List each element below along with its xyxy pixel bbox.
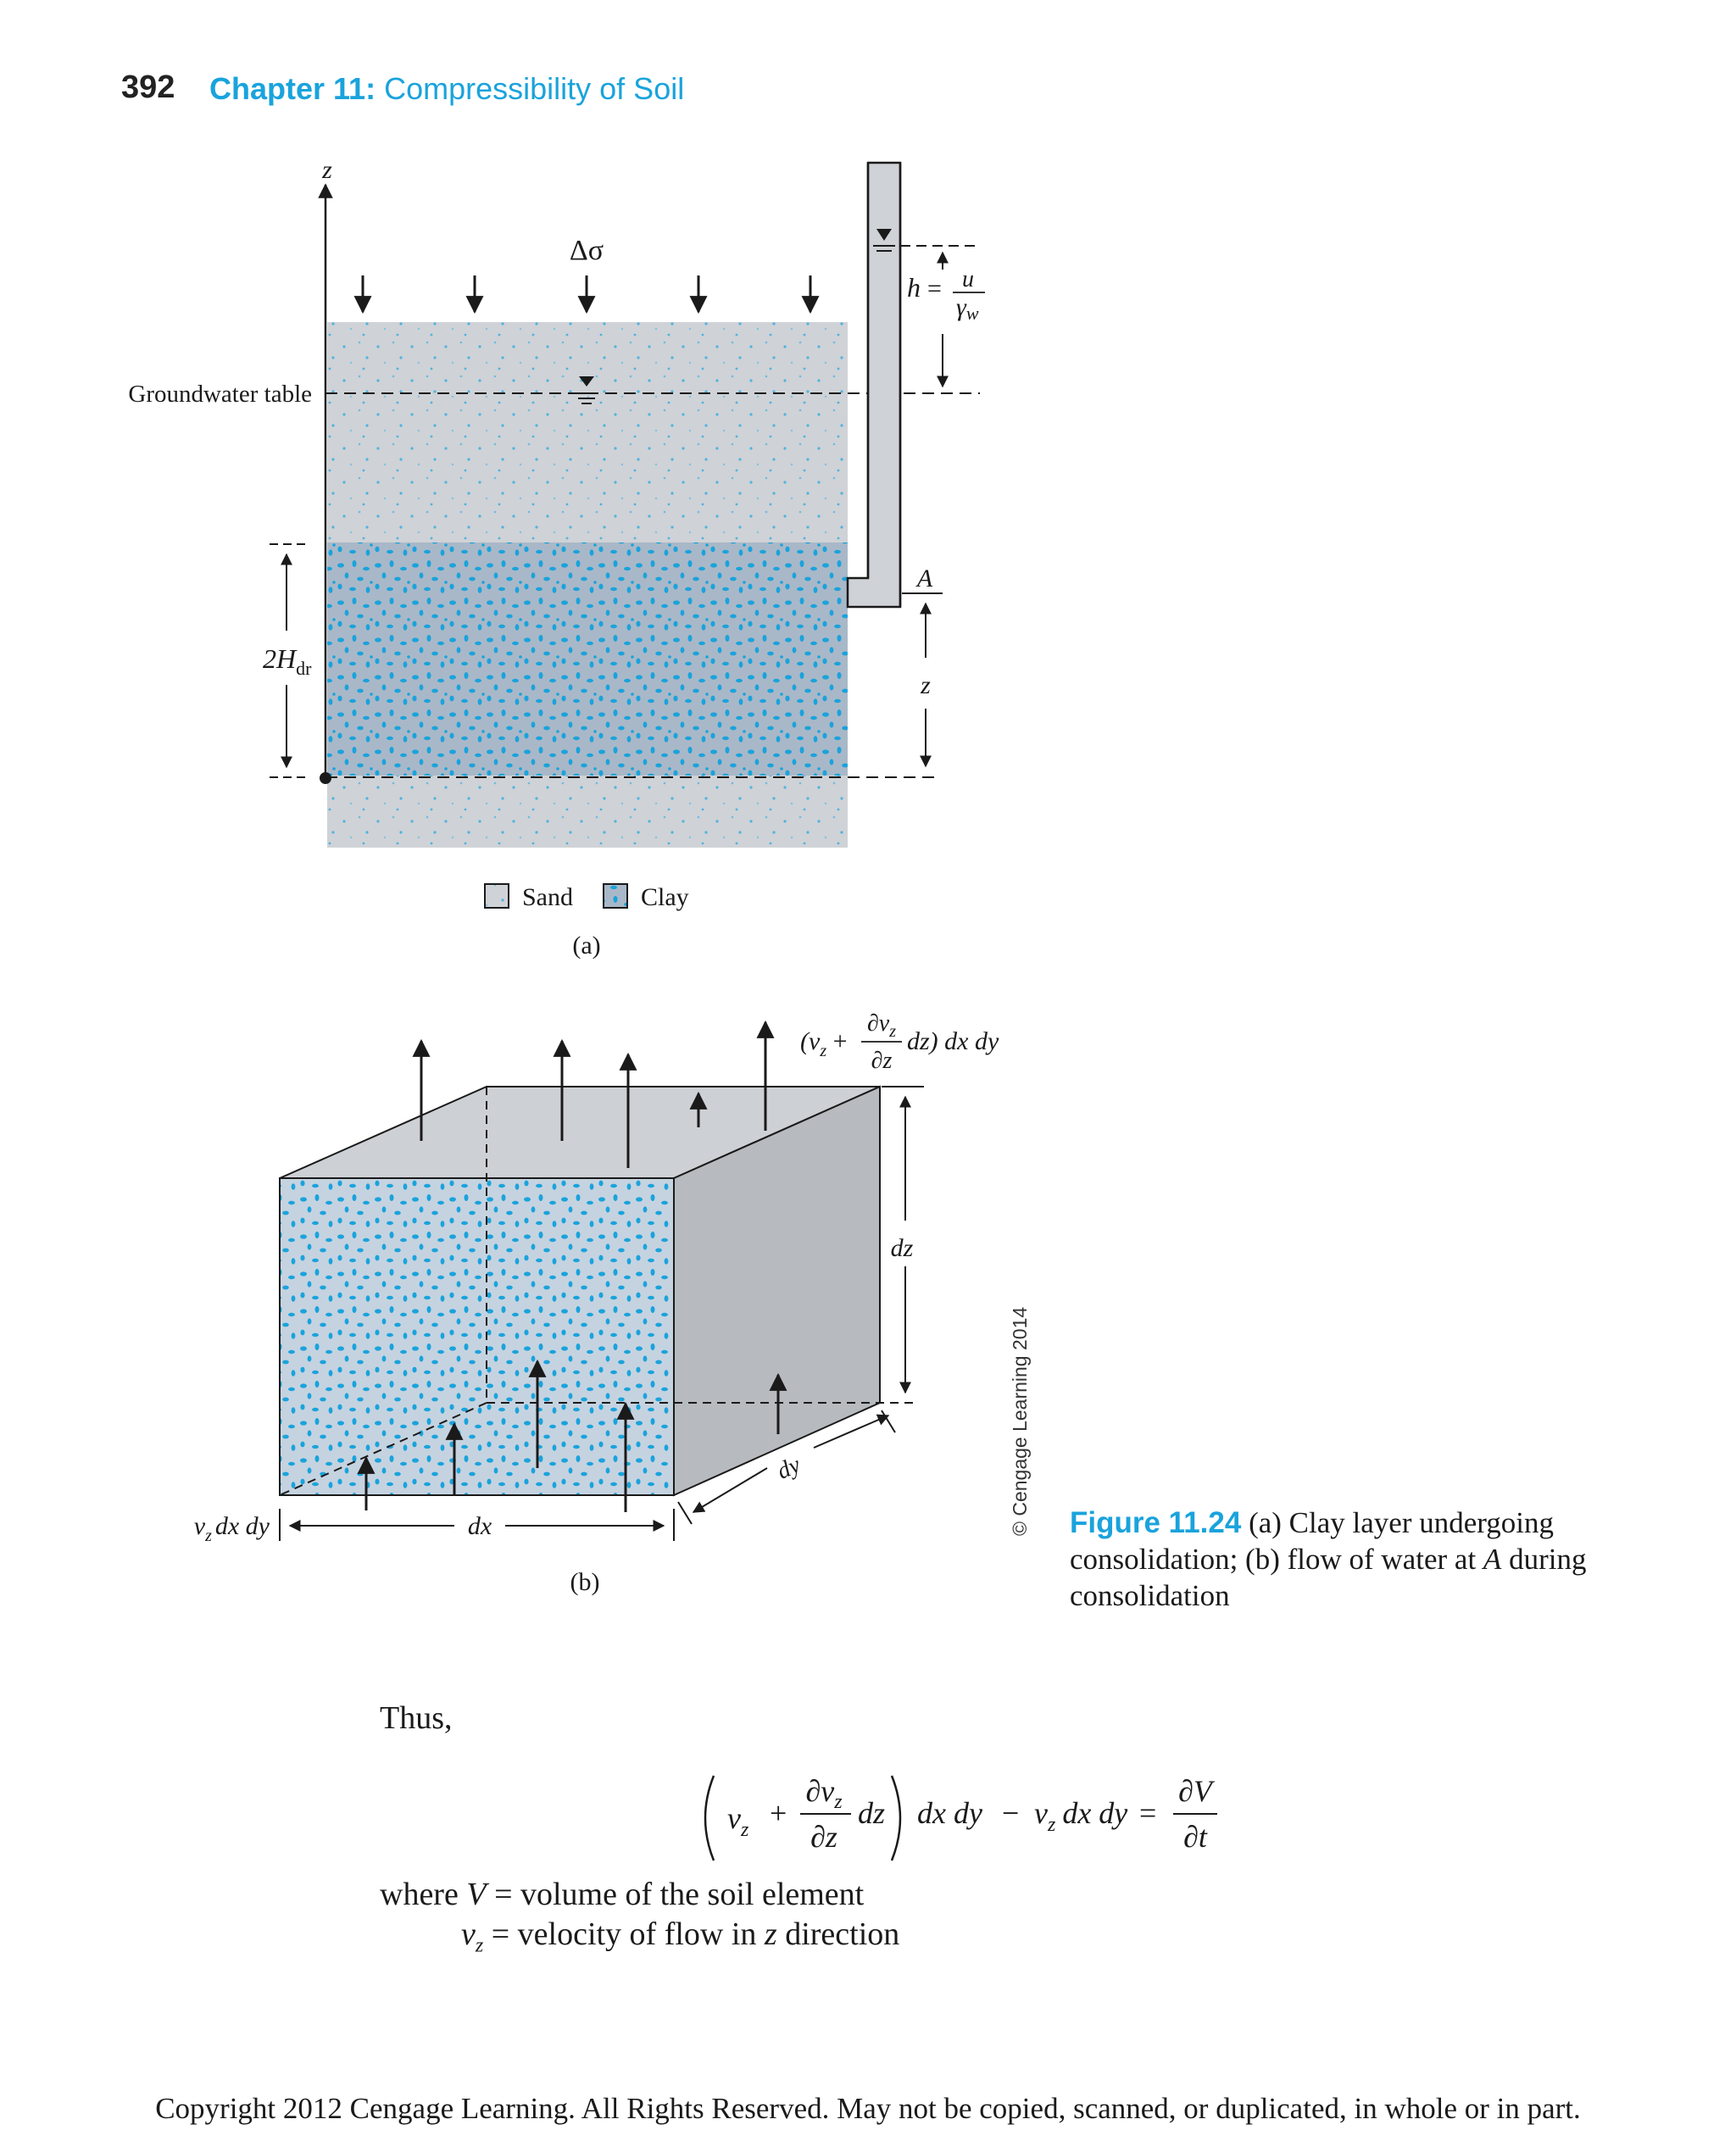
eq-equals: = xyxy=(1139,1796,1156,1830)
dy-dimension xyxy=(677,1410,896,1525)
dx-dimension xyxy=(279,1509,675,1541)
chapter-title: Compressibility of Soil xyxy=(384,71,685,106)
eq-vz: vz xyxy=(727,1801,749,1841)
legend-sand-label: Sand xyxy=(522,883,573,911)
load-label: Δσ xyxy=(570,235,604,266)
where-prefix: where xyxy=(380,1877,459,1912)
figure-a-sublabel: (a) xyxy=(572,932,600,959)
legend-clay-swatch xyxy=(603,883,628,909)
copyright-footer: Copyright 2012 Cengage Learning. All Rig… xyxy=(155,2092,1581,2125)
top-flow-den: ∂z xyxy=(871,1048,893,1074)
eq-dxdy-1: dx dy xyxy=(917,1796,982,1830)
bottom-flow-arrows xyxy=(357,1359,787,1512)
thickness-label: 2Hdr xyxy=(263,643,312,679)
head-equals: = xyxy=(927,275,942,303)
caption-text-end: during consolidation xyxy=(1070,1543,1587,1612)
where-vz: vz xyxy=(461,1916,484,1957)
piezometer xyxy=(846,161,902,609)
figure-a: z Δσ Groundwater table 2Hdr xyxy=(128,156,985,959)
chapter-heading: Chapter 11: Compressibility of Soil xyxy=(209,71,684,107)
clay-layer xyxy=(327,542,848,776)
top-flow-arrows xyxy=(412,1020,775,1168)
where-line-1: where V = volume of the soil element xyxy=(380,1876,864,1913)
point-a-label: A xyxy=(915,565,933,592)
thickness-dimension xyxy=(270,543,305,778)
dy-label: dy xyxy=(773,1451,804,1484)
figure-copyright-watermark: © Cengage Learning 2014 xyxy=(1009,1306,1031,1536)
dz-label: dz xyxy=(891,1234,914,1262)
where-V-def: = volume of the soil element xyxy=(494,1877,865,1912)
eq-denominator: ∂z xyxy=(810,1820,837,1854)
legend-clay-label: Clay xyxy=(641,883,689,911)
thus-text: Thus, xyxy=(380,1700,453,1736)
hidden-edges xyxy=(279,1087,915,1496)
figure-label: Figure 11.24 xyxy=(1070,1506,1242,1539)
water-table-symbol xyxy=(575,376,598,404)
block-front-face xyxy=(279,1177,675,1496)
chapter-label: Chapter 11: xyxy=(209,71,376,106)
z-dim-label: z xyxy=(920,671,931,699)
where-vz-def: = velocity of flow in xyxy=(491,1916,757,1952)
figure-b-sublabel: (b) xyxy=(570,1568,600,1596)
eq-rhs-denominator: ∂t xyxy=(1183,1820,1208,1854)
figure-11-24: z Δσ Groundwater table 2Hdr xyxy=(128,156,999,1596)
figure-caption: Figure 11.24 (a) Clay layer undergoing c… xyxy=(1070,1505,1629,1614)
top-flow-expr: (vz + xyxy=(800,1027,848,1060)
where-line-2: vz = velocity of flow in z direction xyxy=(461,1916,899,1958)
eq-minus: − xyxy=(1002,1796,1019,1830)
eq-plus: + xyxy=(770,1796,787,1830)
top-flow-num: ∂vz xyxy=(867,1010,896,1041)
caption-text: (a) Clay layer undergoing consolidation;… xyxy=(1070,1506,1555,1576)
head-denominator: γw xyxy=(956,293,979,324)
load-arrows xyxy=(353,275,820,314)
eq-dz: dz xyxy=(858,1796,885,1830)
where-V: V xyxy=(466,1877,487,1912)
top-flow-rest: dz) dx dy xyxy=(907,1027,999,1055)
groundwater-label: Groundwater table xyxy=(128,381,312,408)
head-numerator: u xyxy=(962,266,974,292)
dx-label: dx xyxy=(468,1512,492,1540)
caption-point: A xyxy=(1483,1543,1502,1576)
legend-sand-swatch xyxy=(484,883,509,909)
head-h: h xyxy=(907,272,921,303)
page-number: 392 xyxy=(121,70,175,105)
eq-right-paren xyxy=(890,1775,902,1861)
z-axis-label: z xyxy=(321,156,332,184)
eq-rhs-numerator: ∂V xyxy=(1178,1774,1216,1808)
where-vz-end: direction xyxy=(785,1916,900,1952)
eq-left-paren xyxy=(704,1775,715,1861)
eq-numerator: ∂vz xyxy=(805,1774,843,1813)
where-vz-z: z xyxy=(764,1916,777,1952)
